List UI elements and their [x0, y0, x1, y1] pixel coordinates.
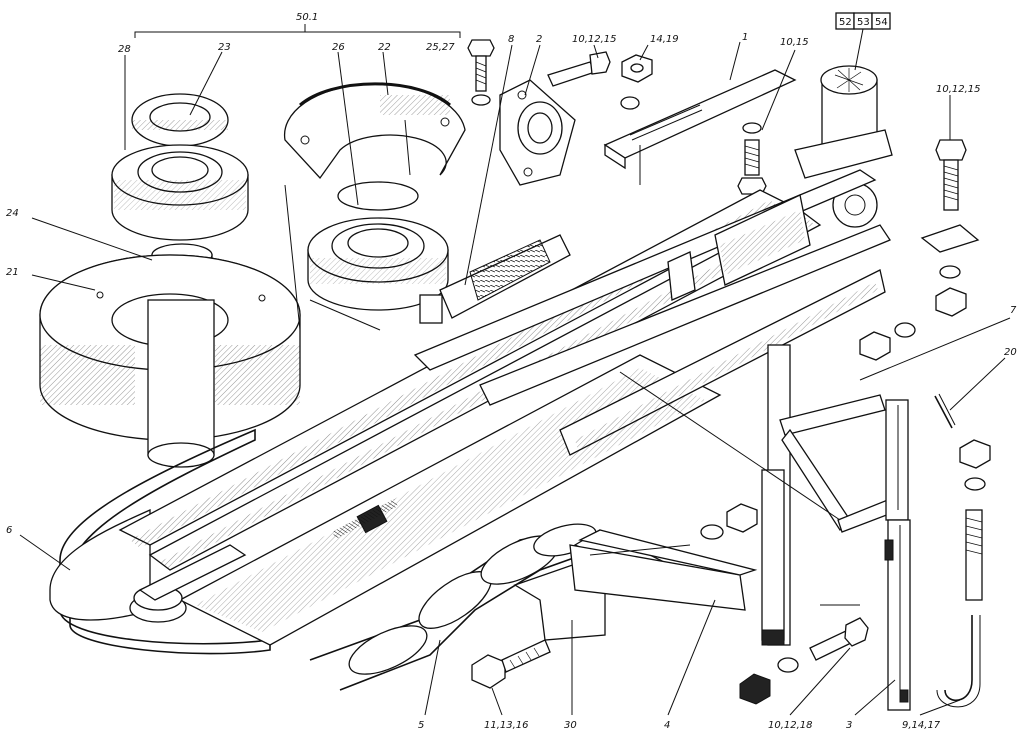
label-25-27: 25,27 — [426, 42, 455, 53]
part-23-washer — [131, 93, 229, 147]
label-23: 23 — [218, 42, 231, 53]
bolt-10-12-15-top — [547, 51, 611, 87]
label-9-14-17: 9,14,17 — [902, 720, 941, 731]
label-22: 22 — [378, 42, 391, 53]
label-28: 28 — [118, 44, 131, 55]
part-4-angle-bar — [569, 529, 758, 611]
bolt-10-12-18 — [739, 617, 869, 705]
nuts-washers-mid — [700, 322, 916, 540]
nut-14-19 — [620, 54, 653, 110]
bolt-10-12-15-right — [920, 139, 980, 317]
part-22-half-ring — [283, 82, 466, 180]
bolt-25-27 — [467, 39, 495, 106]
label-20: 20 — [1004, 347, 1017, 358]
label-3: 3 — [846, 720, 852, 731]
part-9-14-17-hook-bolt — [936, 439, 991, 708]
label-30: 30 — [564, 720, 577, 731]
label-7: 7 — [1010, 305, 1017, 316]
part-1-plate — [603, 69, 797, 185]
callout-labels: 50.1 28 23 26 22 25,27 8 2 10,12,15 14,1… — [6, 12, 1017, 731]
part-28-bearing — [111, 144, 249, 241]
label-50-1: 50.1 — [296, 12, 318, 23]
label-10-12-15-top: 10,12,15 — [572, 34, 617, 45]
label-54: 54 — [875, 17, 888, 28]
part-3-upright — [884, 399, 911, 711]
label-26: 26 — [332, 42, 345, 53]
label-11-13-16: 11,13,16 — [484, 720, 529, 731]
part-20-cotter-pin — [934, 393, 956, 429]
label-5: 5 — [418, 720, 424, 731]
label-4: 4 — [664, 720, 670, 731]
label-53: 53 — [857, 17, 870, 28]
bracket-50-1 — [134, 24, 461, 38]
label-52: 52 — [839, 17, 852, 28]
label-24: 24 — [6, 208, 19, 219]
label-8: 8 — [508, 34, 514, 45]
part-7-stand — [761, 344, 906, 646]
label-1: 1 — [742, 32, 748, 43]
part-2-flange — [499, 79, 576, 186]
bolt-11-13-16 — [471, 639, 551, 689]
part-8-worm-shaft — [419, 234, 571, 324]
label-10-12-15-right: 10,12,15 — [936, 84, 981, 95]
bolt-10-15 — [737, 122, 767, 195]
label-2: 2 — [536, 34, 542, 45]
part-26-bearing — [307, 181, 449, 311]
motor-callout-box — [835, 12, 891, 71]
leader-lines — [19, 41, 1011, 716]
label-10-12-18: 10,12,18 — [768, 720, 813, 731]
conveyor-trough — [49, 169, 891, 655]
part-52-53-54-motor — [794, 65, 893, 228]
label-14-19: 14,19 — [650, 34, 679, 45]
label-21: 21 — [6, 267, 19, 278]
part-21-housing — [39, 254, 301, 468]
label-6: 6 — [6, 525, 12, 536]
label-10-15: 10,15 — [780, 37, 809, 48]
